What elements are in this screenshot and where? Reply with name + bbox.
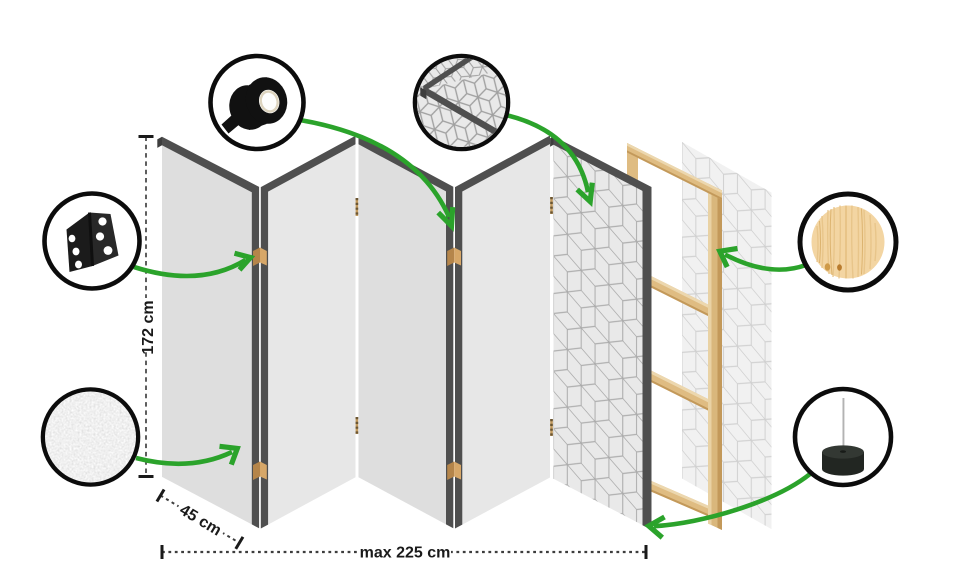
svg-text:172 cm: 172 cm [140,300,157,354]
svg-text:max 225 cm: max 225 cm [360,545,451,562]
